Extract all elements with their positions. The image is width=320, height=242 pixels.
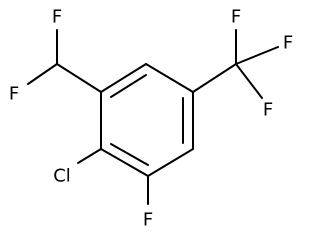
bond-ring-chf2 xyxy=(56,63,102,93)
ring-bond-c4-c5 xyxy=(147,148,194,177)
ring-double-bond-c5-c6 xyxy=(110,143,149,166)
bond-ring-cl xyxy=(77,148,102,164)
bond-chf2-f-left xyxy=(27,63,58,85)
atom-label-f-left: F xyxy=(9,84,19,105)
ring-bond-c2-c3 xyxy=(145,63,194,93)
bond-ring-cf3 xyxy=(192,63,237,93)
bond-cf3-f-bottom xyxy=(235,63,263,99)
atom-label-f-bottom: F xyxy=(143,210,153,231)
ring-double-bond-c1-c2 xyxy=(110,74,147,98)
molecule-structure: F F Cl F F F F xyxy=(9,7,293,231)
ring-bond-c1-c2 xyxy=(100,63,147,93)
atom-label-cf3-f-bottom: F xyxy=(263,100,273,121)
atom-label-cf3-f-right: F xyxy=(283,33,293,54)
atom-label-cf3-f-top: F xyxy=(231,7,241,28)
bond-cf3-f-right xyxy=(235,46,279,65)
atom-label-f-top: F xyxy=(52,7,62,28)
structure-svg: F F Cl F F F F xyxy=(9,7,293,231)
ring-bond-c5-c6 xyxy=(100,148,149,177)
atom-label-cl: Cl xyxy=(53,166,71,187)
